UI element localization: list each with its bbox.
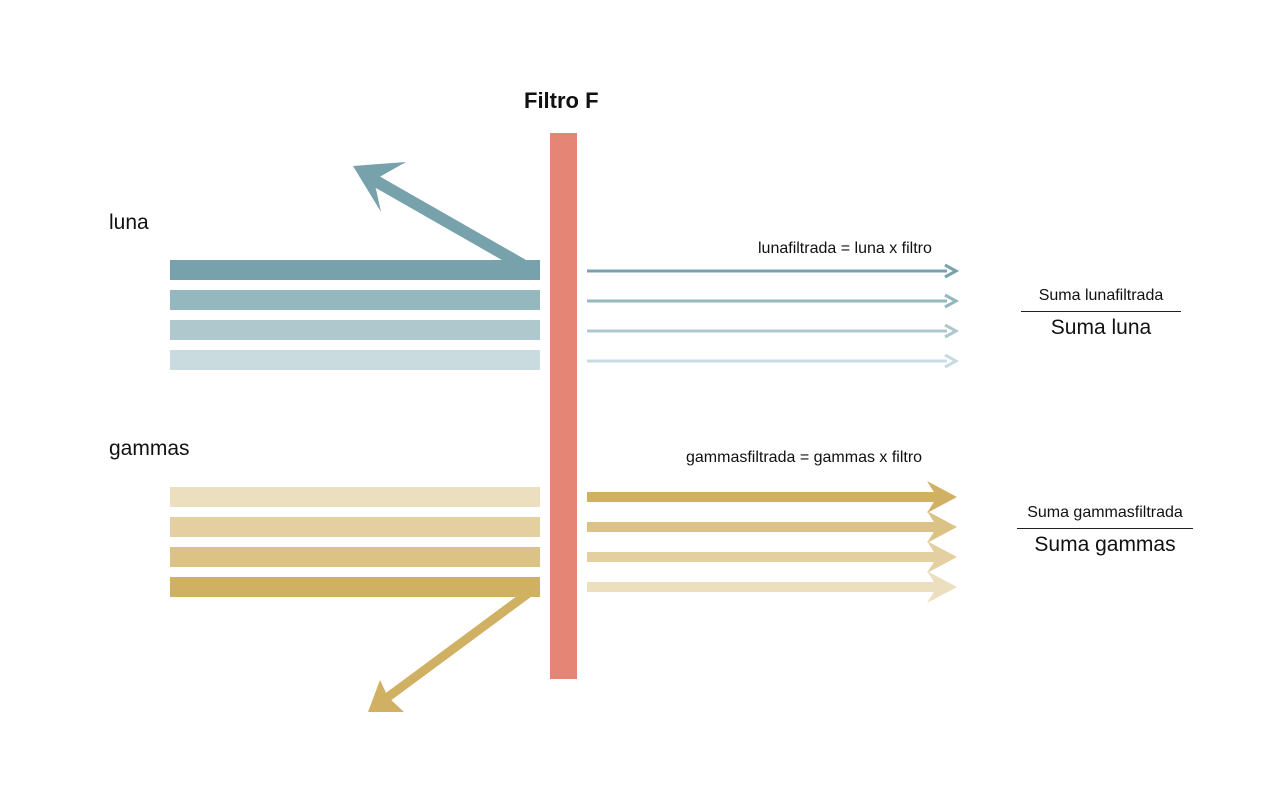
luna-output-arrows xyxy=(587,263,960,369)
luna-band-3 xyxy=(170,320,540,340)
luna-ratio-numerator: Suma lunafiltrada xyxy=(1021,287,1181,312)
luna-label: luna xyxy=(109,211,149,234)
gammas-label: gammas xyxy=(109,437,190,460)
filter-bar xyxy=(550,133,577,679)
luna-band-4 xyxy=(170,350,540,370)
gammas-reflected-arrow xyxy=(368,588,533,712)
gammas-band-1 xyxy=(170,487,540,507)
gammas-input-bands xyxy=(170,487,540,597)
gammas-output-arrows xyxy=(587,481,957,603)
luna-ratio: Suma lunafiltrada Suma luna xyxy=(1021,287,1181,340)
gammas-ratio-denominator: Suma gammas xyxy=(1034,533,1176,556)
gammas-band-3 xyxy=(170,547,540,567)
luna-band-2 xyxy=(170,290,540,310)
filter-title: Filtro F xyxy=(524,88,599,113)
gammas-ratio: Suma gammasfiltrada Suma gammas xyxy=(1017,504,1193,557)
luna-reflected-arrow xyxy=(353,162,538,278)
gammas-band-4 xyxy=(170,577,540,597)
gammas-equation: gammasfiltrada = gammas x filtro xyxy=(686,449,923,466)
gammas-band-2 xyxy=(170,517,540,537)
luna-band-1 xyxy=(170,260,540,280)
luna-equation: lunafiltrada = luna x filtro xyxy=(758,240,932,257)
luna-input-bands xyxy=(170,260,540,370)
gammas-ratio-numerator: Suma gammasfiltrada xyxy=(1017,504,1193,529)
luna-ratio-denominator: Suma luna xyxy=(1050,316,1152,339)
